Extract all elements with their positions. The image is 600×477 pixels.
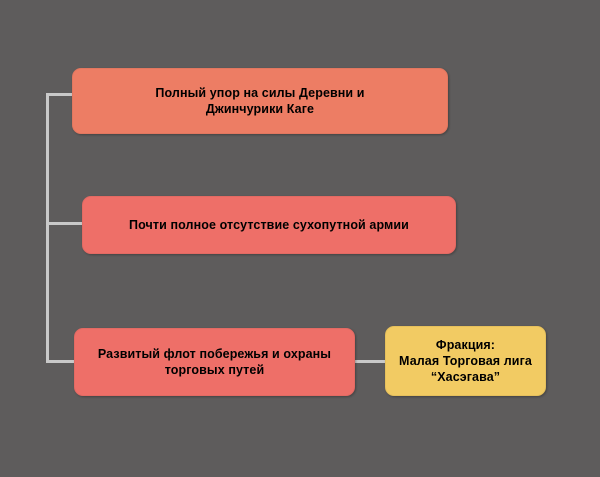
diagram-node-village-forces[interactable]: Полный упор на силы Деревни и Джинчурики… bbox=[72, 68, 448, 134]
connector-vertical-trunk bbox=[46, 93, 49, 363]
diagram-node-text: Почти полное отсутствие сухопутной армии bbox=[129, 217, 409, 233]
connector-branch-to-node-1 bbox=[46, 93, 73, 96]
diagram-node-line: Фракция: bbox=[435, 337, 496, 352]
diagram-node-text: Фракция: Малая Торговая лига “Хасэгава” bbox=[399, 337, 532, 386]
diagram-node-developed-fleet[interactable]: Развитый флот побережья и охраны торговы… bbox=[74, 328, 355, 396]
diagram-node-faction[interactable]: Фракция: Малая Торговая лига “Хасэгава” bbox=[385, 326, 546, 396]
diagram-node-text: Полный упор на силы Деревни и Джинчурики… bbox=[155, 85, 364, 118]
diagram-node-text: Развитый флот побережья и охраны торговы… bbox=[98, 346, 331, 379]
diagram-node-line: Джинчурики Каге bbox=[205, 102, 315, 116]
connector-branch-to-node-2 bbox=[46, 222, 83, 225]
diagram-node-line: Малая Торговая лига bbox=[399, 353, 532, 368]
diagram-node-line: Полный упор на силы Деревни и bbox=[155, 85, 365, 100]
diagram-node-no-land-army[interactable]: Почти полное отсутствие сухопутной армии bbox=[82, 196, 456, 254]
diagram-node-line: “Хасэгава” bbox=[430, 370, 501, 385]
diagram-node-line: Почти полное отсутствие сухопутной армии bbox=[129, 217, 409, 232]
connector-branch-to-node-3 bbox=[46, 360, 75, 363]
connector-node-3-to-node-4 bbox=[354, 360, 386, 363]
diagram-node-line: Развитый флот побережья и охраны bbox=[97, 346, 332, 361]
diagram-node-line: торговых путей bbox=[164, 363, 265, 377]
